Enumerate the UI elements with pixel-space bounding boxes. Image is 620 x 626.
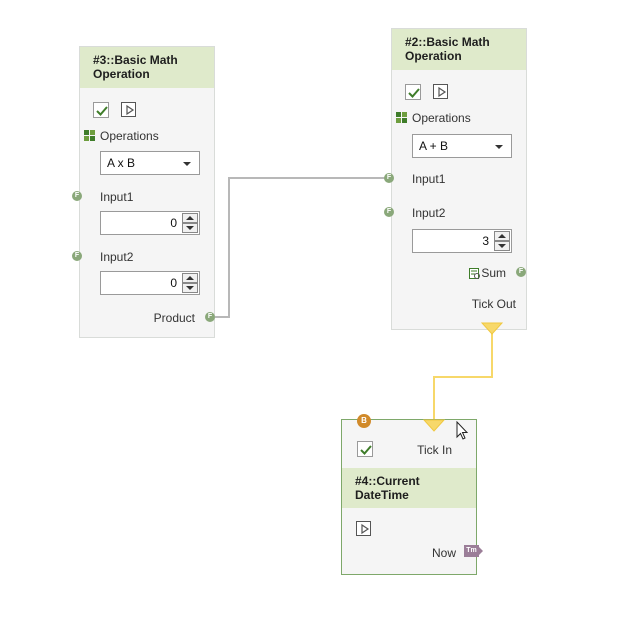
node-3-input2-value: 0 [170,276,177,290]
sum-formula-icon [469,268,480,279]
node-4-run-button[interactable] [356,521,371,536]
play-icon [438,86,447,98]
operations-grid-icon [84,130,96,142]
node-3-input1-value: 0 [170,216,177,230]
node-2-run-button[interactable] [433,84,448,99]
node-3-input1-port-icon[interactable]: F [72,191,82,201]
node-4-now-label: Now [431,546,456,560]
node-4-title[interactable]: #4::Current DateTime [342,468,476,508]
node-3-enabled-checkbox[interactable] [93,102,109,118]
spin-up-icon[interactable] [182,213,198,223]
tick-in-port-icon[interactable] [423,419,445,433]
node-3-input1-stepper[interactable]: 0 [100,211,200,235]
check-icon [408,88,420,98]
node-3-title[interactable]: #3::Basic Math Operation [80,47,214,88]
tick-wire-tickout-to-tickin [433,333,493,420]
data-wire-product-to-input1 [214,177,386,318]
node-2-title[interactable]: #2::Basic Math Operation [392,29,526,70]
node-4-enabled-checkbox[interactable] [357,441,373,457]
node-3-input2-label: Input2 [100,250,134,264]
node-2-operation-value: A + B [419,139,449,153]
node-2-operation-dropdown[interactable]: A + B [412,134,512,158]
node-basic-math-3[interactable]: #3::Basic Math Operation Operations A x … [79,46,215,338]
spin-down-icon[interactable] [182,283,198,293]
node-3-operations-label: Operations [100,129,159,143]
node-basic-math-2[interactable]: #2::Basic Math Operation Operations A + … [391,28,527,330]
mouse-cursor-icon [456,421,469,440]
tick-out-port-icon[interactable] [481,322,503,336]
spin-down-icon[interactable] [182,223,198,233]
node-current-datetime-4[interactable]: Tick In #4::Current DateTime Now [341,419,477,575]
play-icon [126,104,135,116]
node-3-product-label: Product [153,311,195,325]
node-2-sum-label: Sum [481,266,506,280]
operations-grid-icon [396,112,408,124]
play-icon [361,523,370,535]
check-icon [360,445,372,455]
node-4-bool-badge-icon[interactable]: B [357,414,371,428]
spin-up-icon[interactable] [182,273,198,283]
node-3-run-button[interactable] [121,102,136,117]
spin-up-icon[interactable] [494,231,510,241]
node-2-input1-port-icon[interactable]: F [384,173,394,183]
node-3-operation-dropdown[interactable]: A x B [100,151,200,175]
node-3-input2-stepper[interactable]: 0 [100,271,200,295]
now-port-tip-icon [479,547,483,555]
node-4-now-port-icon[interactable]: Tm [464,545,479,557]
node-2-tick-out-label: Tick Out [471,297,516,311]
node-2-operations-label: Operations [412,111,471,125]
node-2-sum-port-icon[interactable]: F [516,267,526,277]
spin-down-icon[interactable] [494,241,510,251]
node-2-input1-label: Input1 [412,172,446,186]
check-icon [96,106,108,116]
node-3-input1-label: Input1 [100,190,134,204]
node-3-operation-value: A x B [107,156,136,170]
node-2-input2-value: 3 [482,234,489,248]
node-2-input2-port-icon[interactable]: F [384,207,394,217]
node-2-input2-stepper[interactable]: 3 [412,229,512,253]
node-2-input2-label: Input2 [412,206,446,220]
node-2-enabled-checkbox[interactable] [405,84,421,100]
node-4-tick-in-label: Tick In [417,443,452,457]
node-3-input2-port-icon[interactable]: F [72,251,82,261]
chevron-down-icon [495,145,503,149]
chevron-down-icon [183,162,191,166]
node-3-product-port-icon[interactable]: F [205,312,215,322]
